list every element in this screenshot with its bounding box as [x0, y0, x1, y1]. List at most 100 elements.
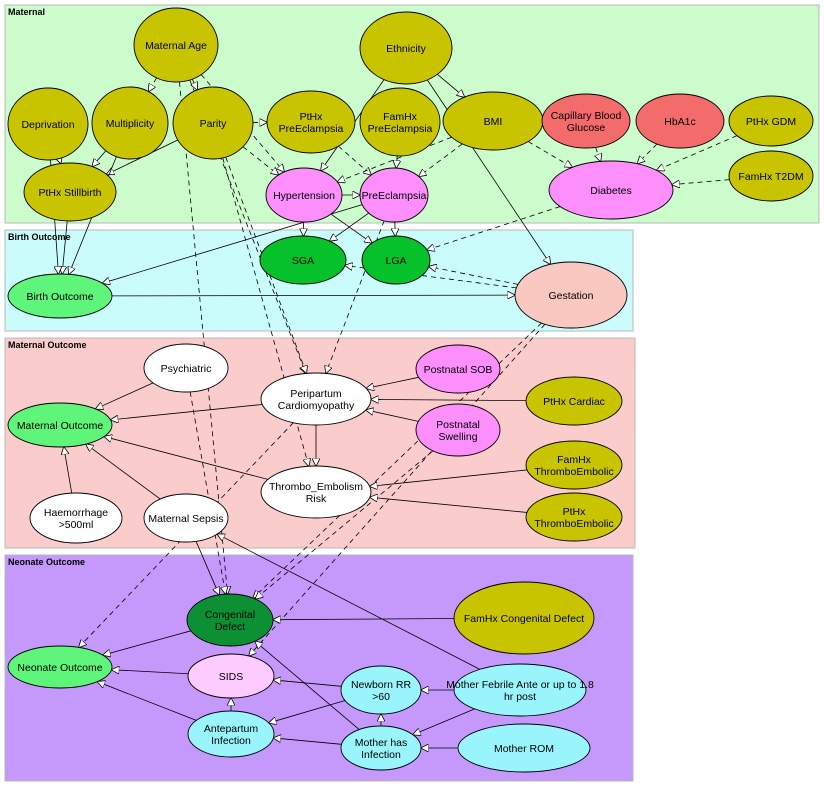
edge-gestation-to-lga [429, 267, 519, 285]
node-ellipse [91, 86, 169, 160]
node-label: Swelling [438, 431, 477, 443]
edge-psychiatric-to-maternal-outcome [96, 382, 154, 409]
node-ellipse [7, 87, 89, 161]
node-bmi[interactable]: BMI [442, 91, 544, 151]
node-maternal-outcome[interactable]: Maternal Outcome [7, 402, 113, 448]
node-deprivation[interactable]: Deprivation [7, 87, 89, 161]
node-ellipse [29, 492, 123, 544]
node-diabetes[interactable]: Diabetes [548, 160, 674, 220]
node-ellipse [260, 372, 372, 426]
node-label: Newborn RR [351, 679, 412, 691]
node-label: Peripartum [290, 388, 342, 400]
node-label: Defect [215, 621, 245, 633]
edge-famhx-te-to-thrombo-risk [370, 469, 528, 486]
node-postnatal-sob[interactable]: Postnatal SOB [415, 344, 501, 394]
group-title: Neonate Outcome [8, 557, 85, 567]
edge-pthx-cardiac-to-peripartum-cm [371, 399, 527, 400]
node-label: LGA [385, 255, 406, 267]
node-label: Gestation [549, 290, 594, 302]
edge-congenital-defect-to-neonate-outcome [103, 630, 192, 655]
node-psychiatric[interactable]: Psychiatric [143, 343, 229, 393]
node-label: Mother Febrile Ante or up to 1.8 [446, 679, 594, 691]
node-label: Cardiomyopathy [278, 400, 355, 412]
node-newborn-rr[interactable]: Newborn RR>60 [340, 665, 422, 715]
edge-maternal-age-to-congenital-defect [179, 81, 227, 594]
node-label: Multiplicity [106, 118, 155, 130]
node-haemorrhage[interactable]: Haemorrhage>500ml [29, 492, 123, 544]
node-hypertension[interactable]: Hypertension [265, 167, 343, 223]
node-mother-febrile[interactable]: Mother Febrile Ante or up to 1.8hr post [446, 663, 594, 717]
edge-psychiatric-to-congenital-defect [189, 391, 225, 594]
node-pthx-stillbirth[interactable]: PtHx Stillbirth [23, 162, 117, 222]
node-ellipse [187, 653, 275, 699]
node-pthx-gdm[interactable]: PtHx GDM [728, 95, 814, 147]
node-lga[interactable]: LGA [361, 235, 431, 285]
node-ellipse [7, 402, 113, 448]
node-ellipse [340, 725, 422, 771]
node-neonate-outcome[interactable]: Neonate Outcome [7, 645, 113, 689]
node-hba1c[interactable]: HbA1c [635, 93, 725, 149]
node-mother-rom[interactable]: Mother ROM [457, 723, 591, 773]
node-multiplicity[interactable]: Multiplicity [91, 86, 169, 160]
edge-thrombo-risk-to-maternal-outcome [104, 437, 268, 480]
node-maternal-sepsis[interactable]: Maternal Sepsis [143, 493, 229, 543]
node-ellipse [525, 492, 623, 542]
node-label: Deprivation [21, 119, 74, 131]
node-ellipse [514, 261, 628, 329]
node-gestation[interactable]: Gestation [514, 261, 628, 329]
node-label: Congenital [205, 609, 255, 621]
node-ellipse [453, 581, 595, 655]
edge-hypertension-to-lga [330, 213, 372, 243]
edge-maternal-age-to-parity [192, 78, 197, 90]
node-ethnicity[interactable]: Ethnicity [359, 11, 453, 85]
node-ellipse [728, 150, 814, 202]
node-label: PtHx Stillbirth [38, 187, 101, 199]
node-label: PreEclampsia [368, 123, 433, 135]
edge-maternal-sepsis-to-maternal-outcome [86, 444, 161, 500]
node-ellipse [415, 344, 501, 394]
edge-antepartum-infection-to-neonate-outcome [97, 682, 197, 721]
node-famhx-t2dm[interactable]: FamHx T2DM [728, 150, 814, 202]
node-label: Hypertension [273, 190, 335, 202]
node-ellipse [260, 465, 372, 519]
node-label: Infection [211, 735, 251, 747]
edge-mother-febrile-to-maternal-sepsis [217, 534, 481, 670]
node-pthx-cardiac[interactable]: PtHx Cardiac [525, 376, 623, 426]
node-label: Mother has [355, 737, 408, 749]
node-ellipse [525, 440, 623, 490]
node-label: PtHx [563, 506, 587, 518]
edge-newborn-rr-to-sids [273, 680, 342, 687]
node-label: ThromboEmbolic [534, 466, 613, 478]
node-sga[interactable]: SGA [259, 235, 347, 285]
node-label: SGA [292, 255, 314, 267]
node-label: PreEclampsia [362, 190, 427, 202]
edge-bmi-to-preeclampsia [419, 143, 463, 177]
node-preeclampsia[interactable]: PreEclampsia [359, 167, 429, 223]
node-label: Thrombo_Embolism [269, 481, 363, 493]
node-label: PtHx GDM [746, 116, 796, 128]
node-famhx-congenital[interactable]: FamHx Congenital Defect [453, 581, 595, 655]
node-label: SIDS [219, 671, 244, 683]
node-parity[interactable]: Parity [172, 86, 254, 160]
node-ellipse [635, 93, 725, 149]
node-sids[interactable]: SIDS [187, 653, 275, 699]
node-maternal-age[interactable]: Maternal Age [133, 7, 219, 83]
node-label: FamHx [557, 454, 592, 466]
edge-pthx-gdm-to-diabetes [657, 135, 738, 171]
node-ellipse [7, 273, 113, 319]
node-birth-outcome[interactable]: Birth Outcome [7, 273, 113, 319]
edge-maternal-age-to-peripartum-cm [189, 79, 306, 374]
node-ellipse [361, 235, 431, 285]
